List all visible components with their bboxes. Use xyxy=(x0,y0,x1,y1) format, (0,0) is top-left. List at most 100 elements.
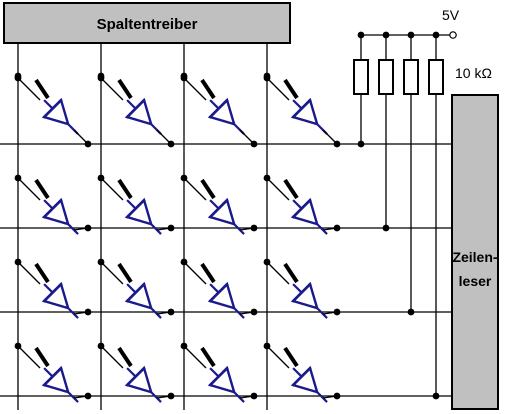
diode-array xyxy=(17,77,338,403)
row-tap-dot xyxy=(250,392,258,400)
cell-lead-top xyxy=(183,77,207,101)
diode xyxy=(290,197,328,235)
supply-junction-2 xyxy=(382,31,390,39)
row-reader-label-2: leser xyxy=(459,273,492,289)
diode-lead-in xyxy=(43,283,54,294)
matrix-cell xyxy=(17,261,89,319)
row-tap-dot xyxy=(250,140,258,148)
row-junction-3 xyxy=(407,308,415,316)
column-driver-label: Spaltentreiber xyxy=(97,16,198,33)
diode-lead-out xyxy=(233,223,245,235)
switch-contact xyxy=(117,346,133,368)
cell-lead-top xyxy=(17,261,41,285)
switch-contact xyxy=(283,262,299,284)
switch-contact xyxy=(283,346,299,368)
column-driver-block xyxy=(3,2,291,44)
diode-lead-in xyxy=(126,367,137,378)
row-tap-dot xyxy=(333,308,341,316)
diode-lead-out xyxy=(316,391,328,403)
matrix-cell xyxy=(17,345,89,403)
matrix-cell xyxy=(266,177,338,235)
row-tap-dot xyxy=(84,224,92,232)
matrix-cell xyxy=(17,177,89,235)
row-tap-dot xyxy=(167,392,175,400)
diode-lead-out xyxy=(316,307,328,319)
switch-contact xyxy=(117,262,133,284)
row-junction-2 xyxy=(382,224,390,232)
diode-lead-in xyxy=(292,99,303,110)
matrix-cell xyxy=(183,345,255,403)
cell-lead-top xyxy=(17,345,41,369)
switch-contact xyxy=(117,78,133,100)
row-reader-label-1: Zeilen- xyxy=(452,249,497,265)
matrix-cell xyxy=(183,77,255,145)
diode-lead-in xyxy=(126,199,137,210)
diode xyxy=(207,197,245,235)
diode-lead-in xyxy=(126,99,137,110)
cell-lead-top xyxy=(183,345,207,369)
row-tap-dot xyxy=(250,224,258,232)
matrix-cell xyxy=(100,177,172,235)
diode-lead-out xyxy=(233,391,245,403)
voltage-label: 5V xyxy=(442,7,460,23)
row-tap-dot xyxy=(167,140,175,148)
diode-lead-out xyxy=(67,307,79,319)
row-tap-dot xyxy=(167,224,175,232)
column-tap-dot xyxy=(97,174,105,182)
diode xyxy=(124,97,162,135)
row-junction-1 xyxy=(357,140,365,148)
matrix-cell xyxy=(266,77,338,145)
switch-contact xyxy=(34,178,50,200)
matrix-cell xyxy=(100,345,172,403)
cell-lead-top xyxy=(183,177,207,201)
column-top-dot-3 xyxy=(180,72,188,80)
cell-lead-top xyxy=(183,261,207,285)
row-junction-4 xyxy=(432,392,440,400)
resistance-label: 10 kΩ xyxy=(455,65,492,81)
cell-lead-top xyxy=(100,261,124,285)
diode-lead-in xyxy=(43,99,54,110)
diode-lead-out xyxy=(150,223,162,235)
diode-lead-out xyxy=(233,307,245,319)
switch-contact xyxy=(200,78,216,100)
cell-lead-top xyxy=(17,77,41,101)
column-tap-dot xyxy=(14,342,22,350)
column-tap-dot xyxy=(180,258,188,266)
switch-contact xyxy=(117,178,133,200)
matrix-cell xyxy=(266,345,338,403)
resistor-4 xyxy=(428,59,444,95)
diode-lead-in xyxy=(209,367,220,378)
diode-lead-out xyxy=(150,307,162,319)
switch-contact xyxy=(34,262,50,284)
column-top-dot-4 xyxy=(263,72,271,80)
diode-lead-in xyxy=(43,199,54,210)
column-tap-dot xyxy=(97,342,105,350)
diode-lead-in xyxy=(209,199,220,210)
switch-contact xyxy=(200,346,216,368)
diode xyxy=(41,281,79,319)
diode-lead-in xyxy=(209,99,220,110)
diode-lead-in xyxy=(43,367,54,378)
diode xyxy=(207,281,245,319)
row-tap-dot xyxy=(333,140,341,148)
matrix-cell xyxy=(17,77,89,145)
cell-lead-top xyxy=(266,177,290,201)
row-tap-dot xyxy=(333,392,341,400)
diode xyxy=(290,97,328,135)
matrix-cell xyxy=(183,261,255,319)
column-tap-dot xyxy=(14,174,22,182)
diode-lead-out xyxy=(67,223,79,235)
diode xyxy=(41,197,79,235)
switch-contact xyxy=(34,346,50,368)
row-tap-dot xyxy=(84,140,92,148)
row-tap-dot xyxy=(167,308,175,316)
diode xyxy=(207,365,245,403)
cell-lead-top xyxy=(100,345,124,369)
matrix-cell xyxy=(183,177,255,235)
resistor-3 xyxy=(403,59,419,95)
row-tap-dot xyxy=(333,224,341,232)
matrix-cell xyxy=(266,261,338,319)
diode-lead-out xyxy=(316,223,328,235)
